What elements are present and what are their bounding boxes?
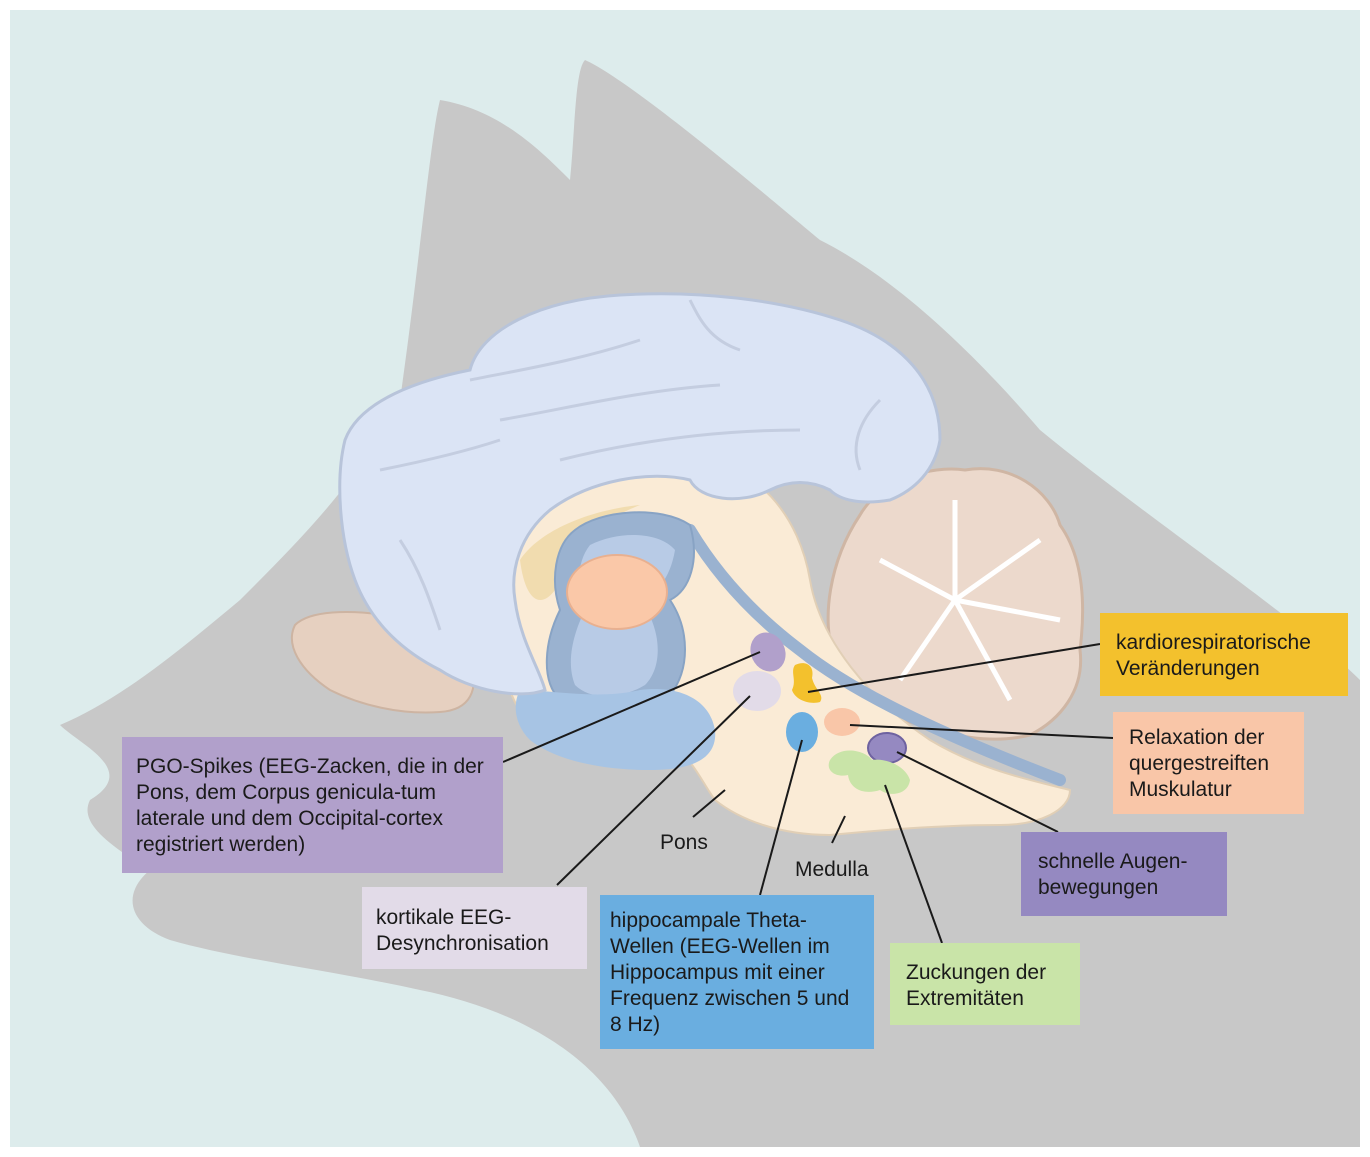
label-schnelle-augenbewegungen: schnelle Augen-bewegungen: [1021, 832, 1227, 916]
leader-theta: [759, 739, 803, 896]
leader-zuckungen: [884, 784, 943, 944]
thalamus: [566, 554, 668, 630]
leader-kortikal: [556, 695, 751, 886]
label-kardiorespiratorisch: kardiorespiratorische Veränderungen: [1100, 613, 1348, 696]
nucleus-relaxation: [824, 708, 860, 736]
aqueduct: [684, 524, 1066, 786]
nucleus-zuckungen: [828, 750, 910, 794]
leader-lines: [502, 643, 1114, 944]
cerebellum-folia: [878, 500, 1061, 702]
cerebral-cortex: [338, 292, 942, 696]
label-zuckungen: Zuckungen der Extremitäten: [890, 943, 1080, 1025]
nucleus-pgo: [750, 632, 786, 672]
cortex-sulci: [379, 299, 882, 631]
nucleus-theta: [786, 712, 818, 752]
leader-relaxation: [849, 724, 1114, 739]
leader-kardio: [807, 643, 1101, 693]
leader-augen: [896, 751, 1059, 833]
nucleus-augen: [867, 732, 907, 764]
fornix: [520, 505, 640, 600]
label-relaxation: Relaxation der quergestreiften Muskulatu…: [1113, 712, 1304, 814]
label-kortikale-desynchronisation: kortikale EEG-Desynchronisation: [362, 887, 587, 969]
hypophysis-region: [515, 689, 716, 770]
leader-medulla: [831, 815, 846, 844]
leader-pons: [692, 789, 726, 818]
label-medulla: Medulla: [795, 858, 869, 881]
label-pons: Pons: [660, 831, 708, 854]
leader-pgo: [502, 651, 761, 763]
label-pgo-spikes: PGO-Spikes (EEG-Zacken, die in der Pons,…: [122, 737, 503, 873]
nucleus-kardio: [792, 663, 822, 703]
label-hippocampale-theta: hippocampale Theta-Wellen (EEG-Wellen im…: [600, 895, 874, 1049]
